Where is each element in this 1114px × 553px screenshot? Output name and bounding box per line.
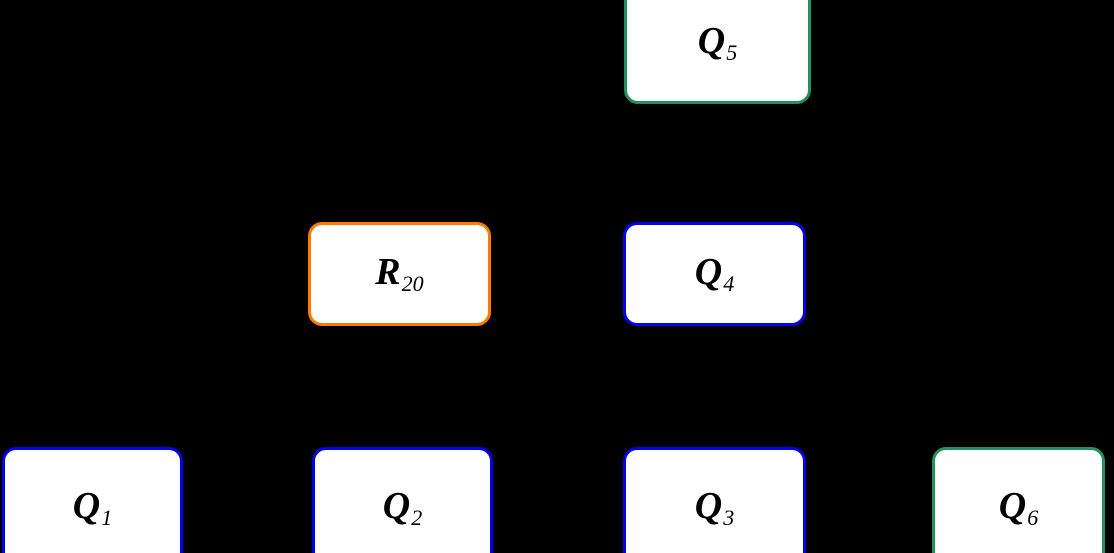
node-label-r20: R20 — [375, 253, 423, 295]
node-label-q2: Q2 — [383, 487, 422, 529]
node-q1[interactable]: Q1 — [2, 447, 183, 553]
node-base-q4: Q — [694, 250, 723, 293]
node-base-q2: Q — [382, 484, 411, 527]
node-subscript-q3: 3 — [723, 505, 735, 530]
node-q4[interactable]: Q4 — [623, 222, 806, 326]
node-base-q1: Q — [72, 484, 101, 527]
node-subscript-q1: 1 — [101, 505, 113, 530]
node-label-q3: Q3 — [695, 487, 734, 529]
node-subscript-r20: 20 — [401, 271, 424, 296]
node-label-q5: Q5 — [698, 22, 737, 64]
node-base-q3: Q — [694, 484, 723, 527]
node-q5[interactable]: Q5 — [624, 0, 811, 104]
node-subscript-q4: 4 — [723, 271, 735, 296]
node-label-q6: Q6 — [999, 487, 1038, 529]
node-label-q4: Q4 — [695, 253, 734, 295]
node-subscript-q6: 6 — [1027, 505, 1039, 530]
node-q3[interactable]: Q3 — [623, 447, 806, 553]
node-base-r20: R — [375, 250, 402, 293]
node-q2[interactable]: Q2 — [312, 447, 493, 553]
node-base-q5: Q — [697, 19, 726, 62]
node-subscript-q5: 5 — [726, 40, 738, 65]
node-subscript-q2: 2 — [411, 505, 423, 530]
node-q6[interactable]: Q6 — [932, 447, 1105, 553]
node-label-q1: Q1 — [73, 487, 112, 529]
node-base-q6: Q — [998, 484, 1027, 527]
node-r20[interactable]: R20 — [308, 222, 491, 326]
